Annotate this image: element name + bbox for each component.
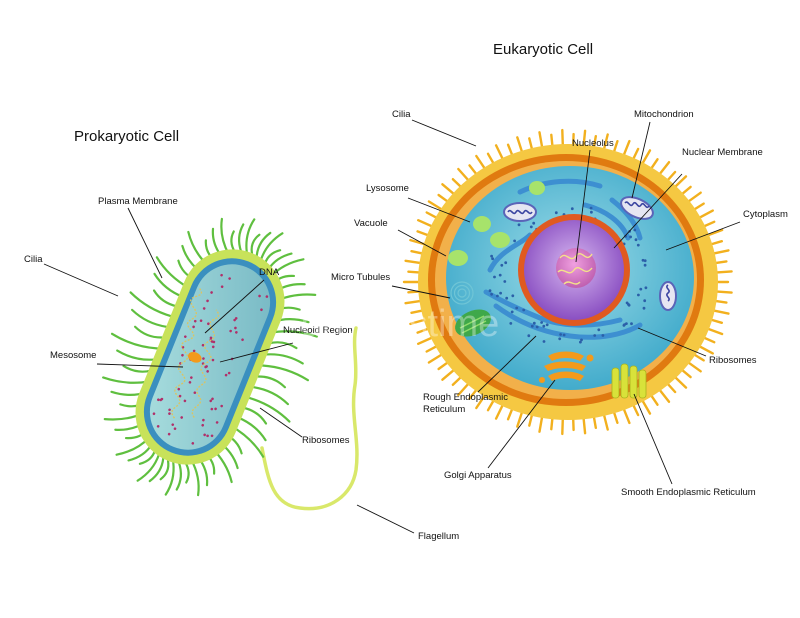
vesicle-shape	[529, 181, 545, 195]
eukaryote-ribosome-dot	[513, 240, 516, 243]
label-vacuole: Vacuole	[354, 218, 388, 229]
eukaryote-ribosome-dot	[637, 244, 640, 247]
prokaryote-cilium	[111, 331, 157, 354]
eukaryote-ribosome-dot	[527, 334, 530, 337]
eukaryote-ribosome-dot	[593, 334, 596, 337]
eukaryote-ribosome-dot	[493, 276, 496, 279]
eukaryotic-cell	[404, 130, 732, 434]
prokaryote-cilium	[211, 219, 240, 254]
mitochondrion-shape	[504, 203, 536, 221]
eukaryote-ribosome-dot	[540, 321, 543, 324]
eukaryote-ribosome-dot	[546, 323, 549, 326]
prokaryote-cilium	[258, 374, 286, 388]
eukaryote-ribosome-dot	[542, 325, 545, 328]
label-nucleolus: Nucleolus	[572, 138, 614, 149]
label-golgi: Golgi Apparatus	[444, 470, 512, 481]
eukaryote-ribosome-dot	[533, 322, 536, 325]
eukaryote-ribosome-dot	[644, 259, 647, 262]
label-prok-cilia: Cilia	[24, 254, 43, 265]
eukaryote-ribosome-dot	[503, 280, 506, 283]
watermark: dreamstime	[301, 303, 500, 345]
label-flagellum: Flagellum	[418, 531, 459, 542]
eukaryote-ribosome-dot	[645, 286, 648, 289]
eukaryote-ribosome-dot	[623, 323, 626, 326]
eukaryote-ribosome-dot	[643, 307, 646, 310]
eukaryote-ribosome-dot	[643, 299, 646, 302]
eukaryote-ribosome-dot	[505, 297, 508, 300]
eukaryote-ribosome-dot	[518, 223, 521, 226]
eukaryote-ribosome-dot	[629, 236, 632, 239]
eukaryote-ribosome-dot	[590, 211, 593, 214]
eukaryote-ribosome-dot	[490, 255, 493, 258]
eukaryote-ribosome-dot	[597, 328, 600, 331]
label-mesosome: Mesosome	[50, 350, 96, 361]
eukaryote-ribosome-dot	[530, 226, 533, 229]
label-rough-er-2: Reticulum	[423, 404, 465, 415]
leader-flagellum	[357, 505, 414, 533]
prokaryote-cilium	[180, 460, 209, 495]
eukaryote-ribosome-dot	[500, 264, 503, 267]
eukaryote-ribosome-dot	[532, 222, 535, 225]
prokaryote-cilium	[134, 327, 162, 341]
lysosome-shape	[473, 216, 491, 232]
eukaryote-ribosome-dot	[536, 326, 539, 329]
label-mitochondrion: Mitochondrion	[634, 109, 694, 120]
eukaryote-ribosome-dot	[509, 322, 512, 325]
label-dna: DNA	[259, 267, 280, 278]
eukaryote-ribosome-dot	[511, 311, 514, 314]
label-nuclear-membrane: Nuclear Membrane	[682, 147, 763, 158]
vacuole-2-shape	[448, 250, 468, 266]
label-euk-ribosomes: Ribosomes	[709, 355, 757, 366]
eukaryote-ribosome-dot	[580, 339, 583, 342]
eukaryote-ribosome-dot	[499, 274, 502, 277]
eukaryote-ribosome-dot	[496, 295, 499, 298]
eukaryote-ribosome-dot	[555, 211, 558, 214]
eukaryote-ribosome-dot	[630, 322, 633, 325]
vacuole-shape	[490, 232, 510, 248]
leader-plasma-membrane	[128, 208, 162, 278]
leader-euk-cilia	[412, 120, 476, 146]
eukaryote-ribosome-dot	[635, 238, 638, 241]
label-smooth-er: Smooth Endoplasmic Reticulum	[621, 487, 756, 498]
mitochondrion-3-shape	[660, 282, 676, 310]
prokaryotic-cell	[64, 186, 357, 528]
eukaryote-ribosome-dot	[558, 337, 561, 340]
eukaryote-ribosome-dot	[628, 304, 631, 307]
eukaryote-ribosome-dot	[489, 289, 492, 292]
prokaryote-cilium	[262, 361, 308, 384]
eukaryote-ribosome-dot	[499, 292, 502, 295]
eukaryote-ribosome-dot	[644, 264, 647, 267]
eukaryote-ribosome-dot	[531, 325, 534, 328]
label-plasma-membrane: Plasma Membrane	[98, 196, 178, 207]
eukaryote-ribosome-dot	[491, 257, 494, 260]
label-prok-ribosomes: Ribosomes	[302, 435, 350, 446]
eukaryote-ribosome-dot	[490, 293, 493, 296]
prokaryote-title: Prokaryotic Cell	[74, 128, 179, 145]
eukaryote-ribosome-dot	[522, 309, 525, 312]
eukaryote-ribosome-dot	[633, 229, 636, 232]
leader-smooth-er	[634, 394, 672, 484]
eukaryote-ribosome-dot	[590, 207, 593, 210]
eukaryote-ribosome-dot	[559, 333, 562, 336]
eukaryote-ribosome-dot	[504, 261, 507, 264]
label-micro-tubules: Micro Tubules	[331, 272, 390, 283]
label-lysosome: Lysosome	[366, 183, 409, 194]
eukaryote-ribosome-dot	[639, 288, 642, 291]
label-cytoplasm: Cytoplasm	[743, 209, 788, 220]
eukaryote-ribosome-dot	[543, 340, 546, 343]
eukaryote-ribosome-dot	[637, 294, 640, 297]
leader-prok-cilia	[44, 264, 118, 296]
label-euk-cilia: Cilia	[392, 109, 411, 120]
eukaryote-title: Eukaryotic Cell	[493, 41, 593, 58]
eukaryote-ribosome-dot	[515, 307, 518, 310]
eukaryote-ribosome-dot	[511, 294, 514, 297]
eukaryote-ribosome-dot	[602, 334, 605, 337]
label-rough-er-1: Rough Endoplasmic	[423, 392, 508, 403]
eukaryote-ribosome-dot	[571, 207, 574, 210]
eukaryote-ribosome-dot	[563, 334, 566, 337]
